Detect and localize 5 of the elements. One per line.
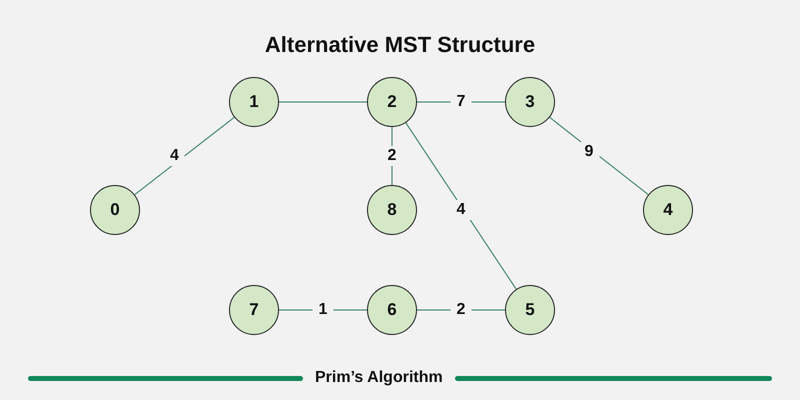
caption: Prim’s Algorithm (315, 368, 443, 388)
edge-line (405, 122, 517, 290)
edge-line (549, 116, 649, 196)
diagram-title: Alternative MST Structure (264, 31, 536, 59)
edge-line (134, 116, 235, 196)
